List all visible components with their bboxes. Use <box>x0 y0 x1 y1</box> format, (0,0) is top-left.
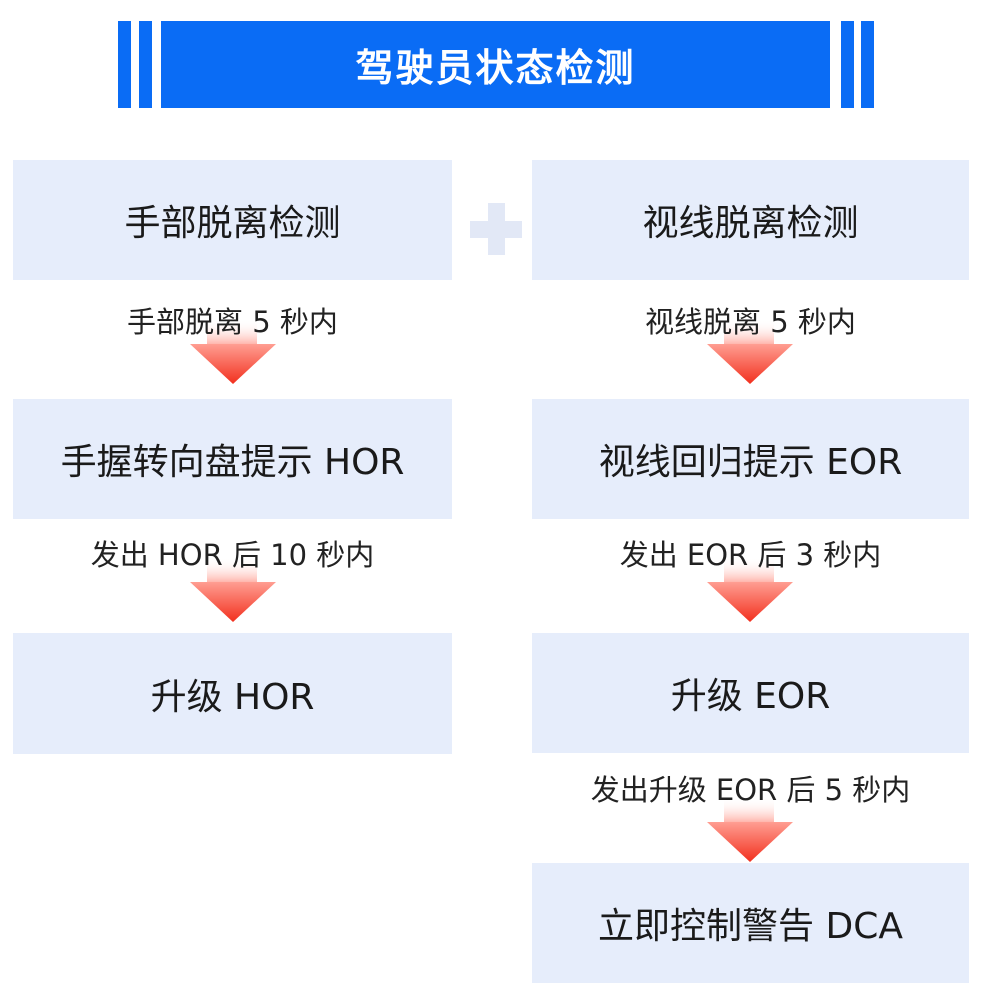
down-arrow-icon <box>707 320 793 384</box>
flow-box-eor-upgrade: 升级 EOR <box>532 633 969 753</box>
plus-icon <box>470 203 522 255</box>
header-title: 驾驶员状态检测 <box>161 21 830 108</box>
flow-box-hor-prompt: 手握转向盘提示 HOR <box>13 399 452 519</box>
flow-box-gaze-detection: 视线脱离检测 <box>532 160 969 280</box>
transition-label: 手部脱离 5 秒内 <box>127 305 338 339</box>
header-stripe <box>118 21 131 108</box>
flow-box-dca-warning: 立即控制警告 DCA <box>532 863 969 983</box>
flow-box-hand-detection: 手部脱离检测 <box>13 160 452 280</box>
transition-label: 发出 EOR 后 3 秒内 <box>619 538 882 572</box>
down-arrow-icon <box>707 558 793 622</box>
down-arrow-icon <box>190 320 276 384</box>
header-stripe <box>841 21 854 108</box>
down-arrow-icon <box>190 558 276 622</box>
transition-label: 视线脱离 5 秒内 <box>645 305 856 339</box>
transition-label: 发出升级 EOR 后 5 秒内 <box>590 773 911 807</box>
flow-box-hor-upgrade: 升级 HOR <box>13 633 452 754</box>
header-stripe <box>861 21 874 108</box>
flow-box-eor-prompt: 视线回归提示 EOR <box>532 399 969 519</box>
header-stripe <box>139 21 152 108</box>
down-arrow-icon <box>707 798 793 862</box>
transition-label: 发出 HOR 后 10 秒内 <box>90 538 375 572</box>
